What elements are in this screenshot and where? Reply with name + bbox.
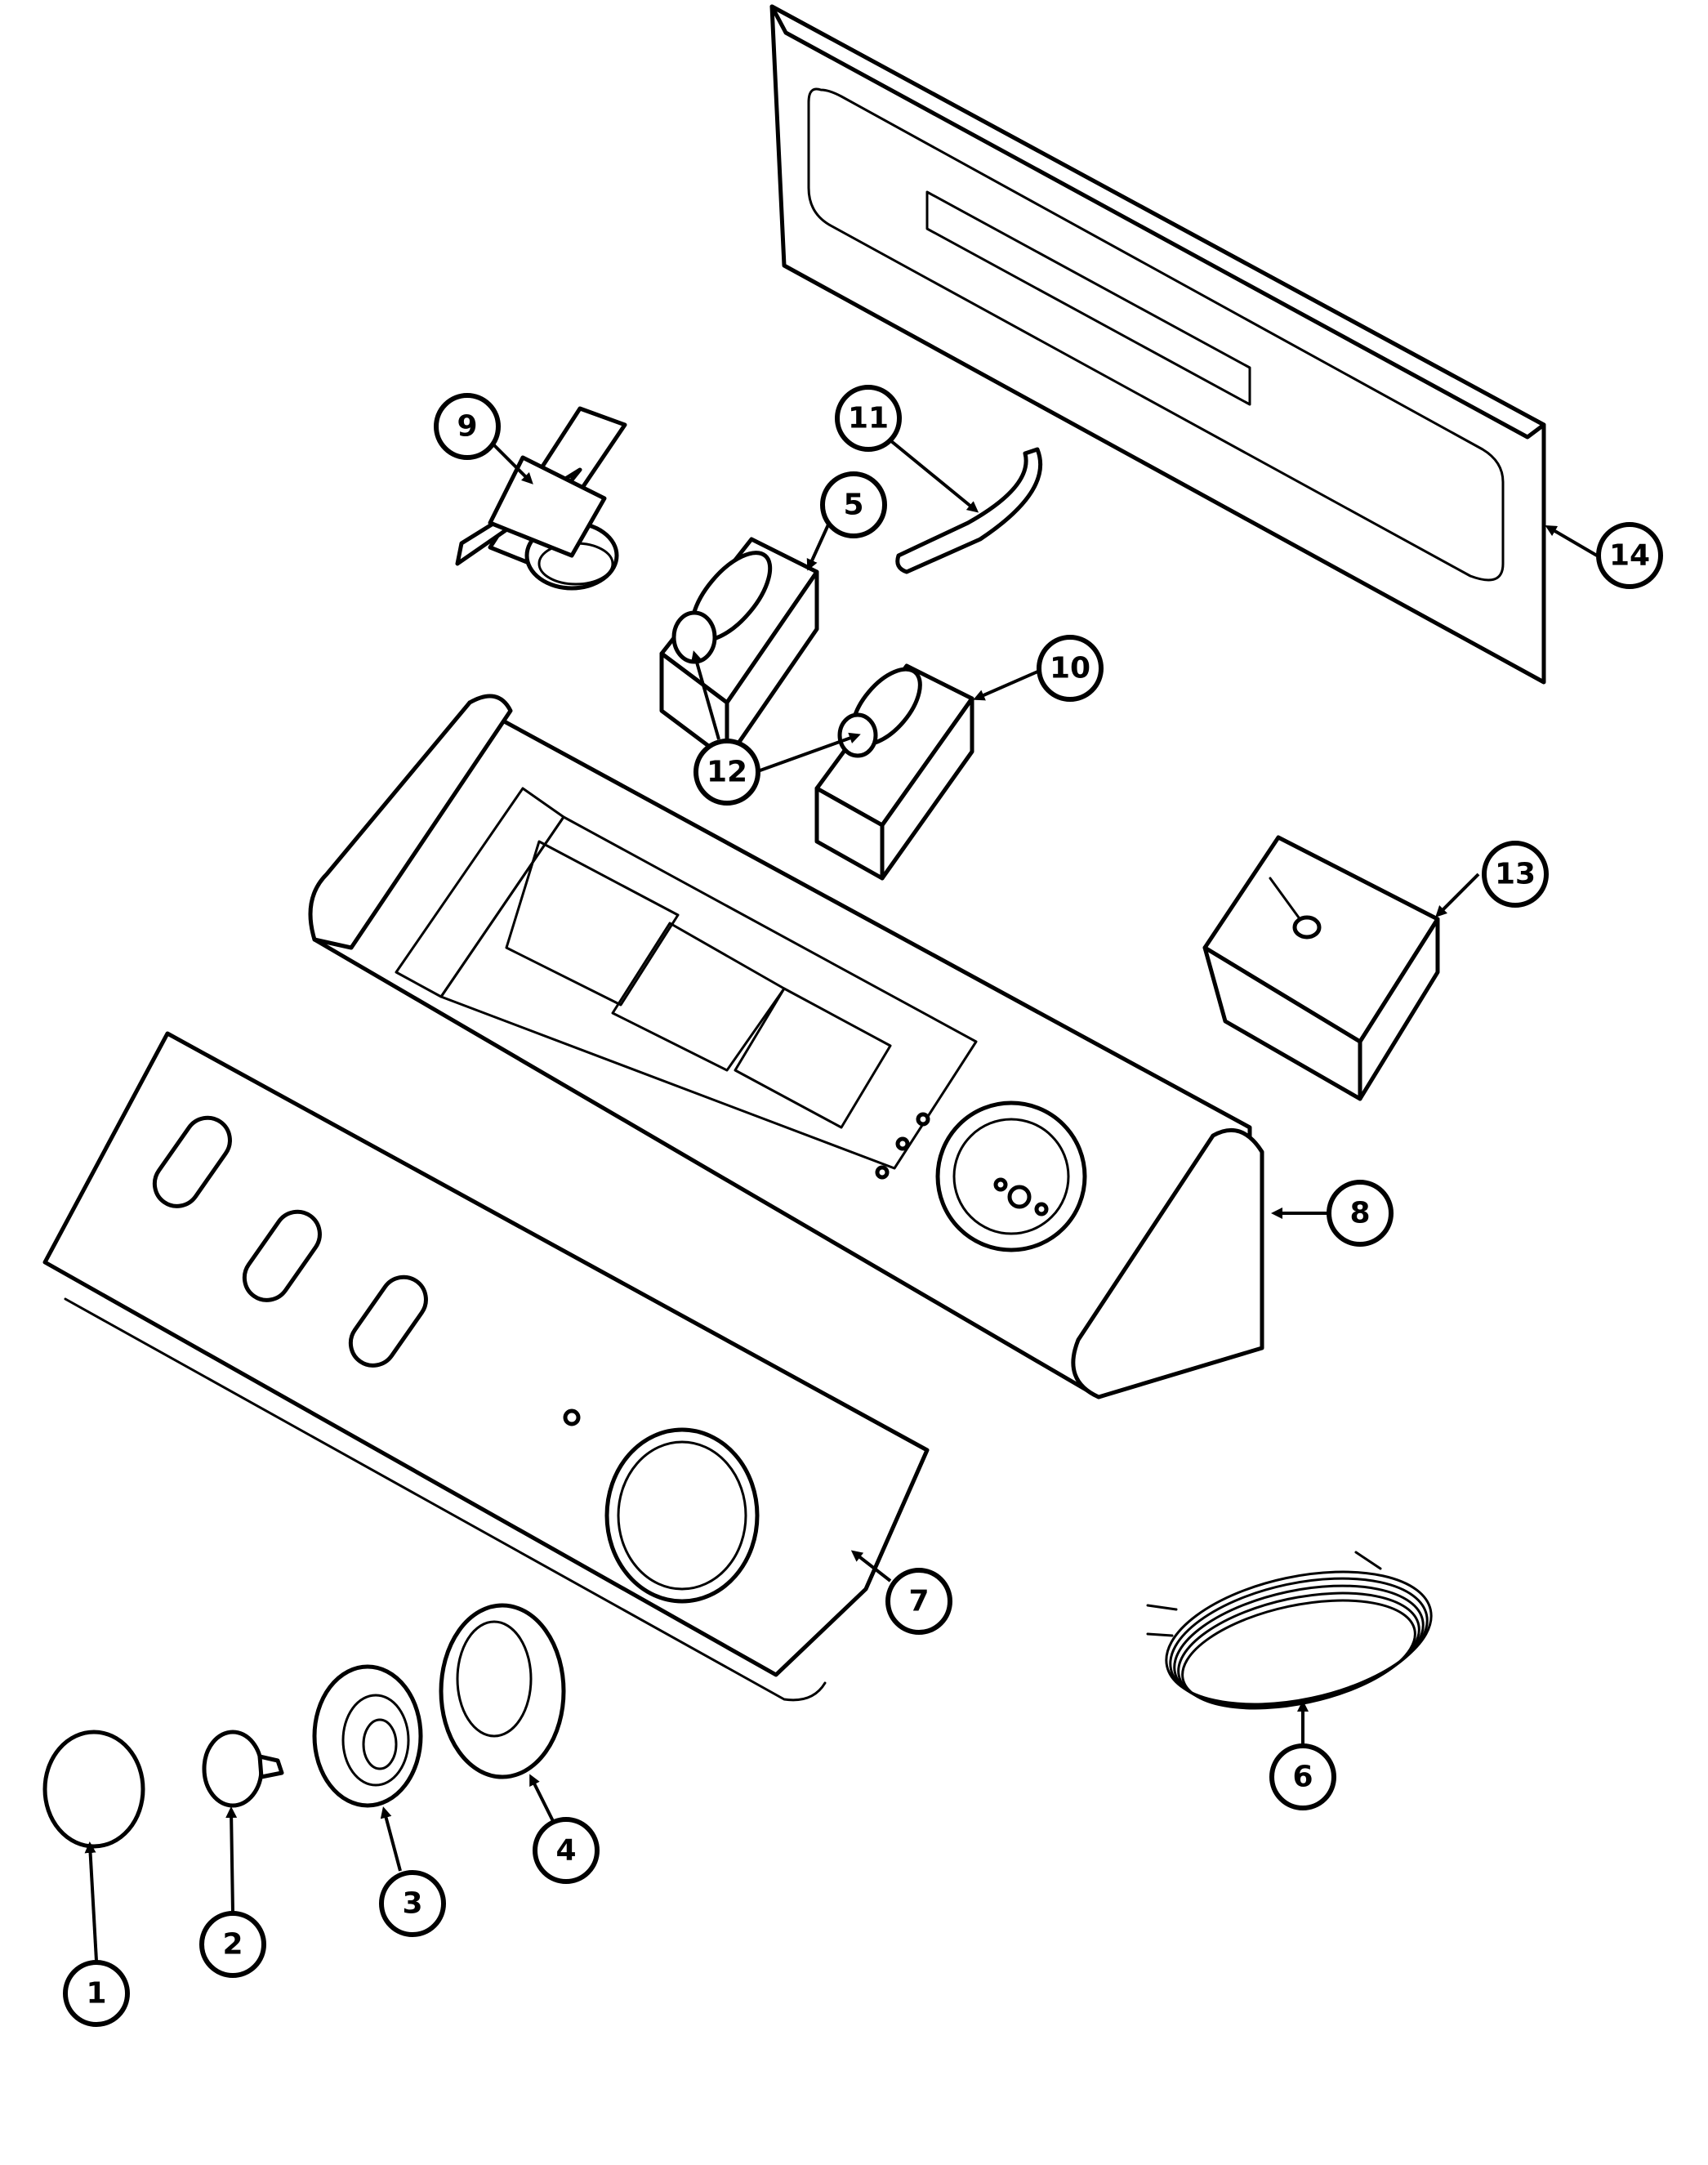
part-plug-2 [202, 1730, 284, 1808]
callout-8-label: 8 [1349, 1197, 1370, 1230]
part-control-housing [308, 694, 1264, 1399]
callout-4: 4 [533, 1817, 600, 1884]
part-timer-knob [455, 406, 627, 591]
callout-11: 11 [835, 385, 902, 452]
part-back-panel [769, 4, 1546, 685]
callout-2: 2 [199, 1911, 266, 1978]
callout-14: 14 [1596, 522, 1663, 589]
callout-2-label: 2 [222, 1928, 243, 1962]
callout-8: 8 [1327, 1180, 1394, 1247]
callout-11-label: 11 [848, 402, 889, 435]
part-switch-10 [814, 663, 974, 881]
callout-7: 7 [885, 1568, 952, 1635]
callout-10-label: 10 [1050, 652, 1090, 685]
part-hose [895, 447, 1043, 574]
callout-3-label: 3 [402, 1887, 422, 1921]
part-timer-box [1202, 835, 1440, 1101]
part-switch-5 [659, 537, 819, 762]
callout-6: 6 [1269, 1743, 1336, 1810]
callout-9: 9 [434, 393, 501, 460]
part-cap-1 [42, 1730, 145, 1849]
callout-7-label: 7 [908, 1585, 929, 1618]
part-knob-3 [312, 1664, 423, 1808]
callout-3: 3 [379, 1870, 446, 1937]
callout-1-label: 1 [86, 1977, 106, 2011]
part-bezel-4 [439, 1603, 566, 1779]
callout-5-label: 5 [843, 489, 863, 522]
callout-10: 10 [1037, 635, 1104, 702]
callout-13: 13 [1482, 841, 1549, 908]
leader-lines [84, 435, 1599, 1962]
callout-4-label: 4 [555, 1834, 576, 1868]
callout-1: 1 [63, 1960, 130, 2027]
callout-5: 5 [820, 471, 887, 538]
callout-12: 12 [693, 739, 760, 806]
part-console-panel [42, 1031, 930, 1702]
callout-12-label: 12 [707, 756, 747, 789]
callout-6-label: 6 [1292, 1761, 1313, 1794]
callout-14-label: 14 [1609, 539, 1650, 573]
callout-9-label: 9 [457, 410, 477, 444]
part-wire-harness [1146, 1551, 1433, 1710]
callout-13-label: 13 [1495, 858, 1536, 891]
